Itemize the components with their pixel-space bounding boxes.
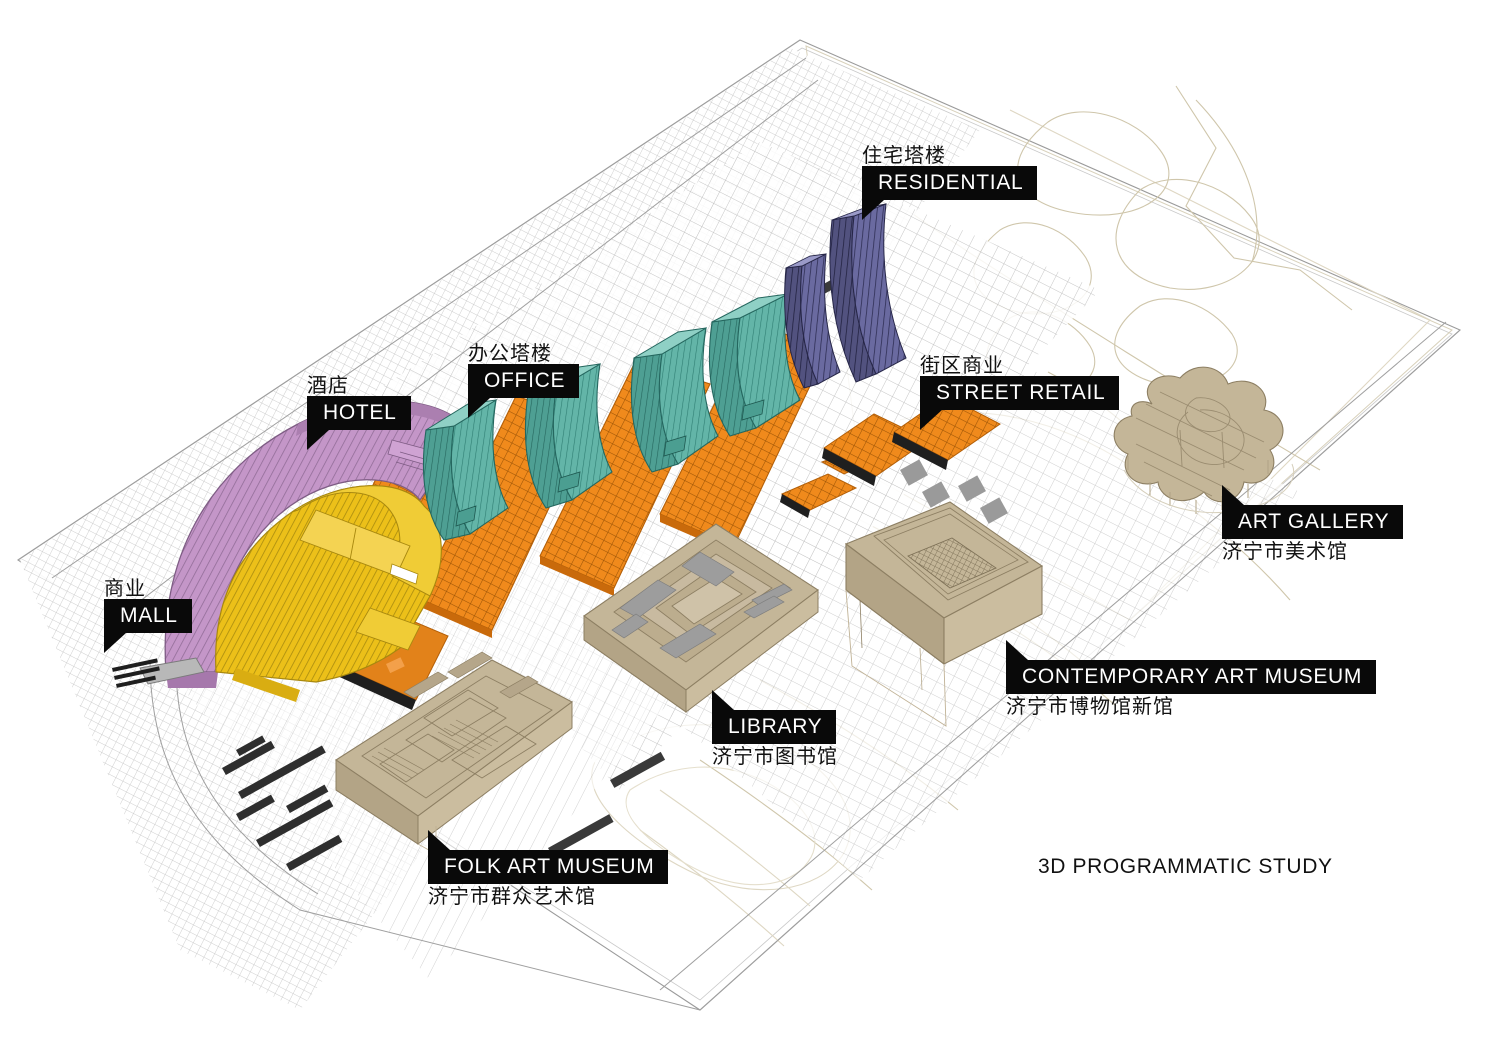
label-art-gallery-cn: 济宁市美术馆	[1222, 539, 1348, 564]
mall-hotel-arc-complex	[112, 400, 469, 702]
label-mall[interactable]: 商业 MALL	[104, 576, 192, 654]
label-residential[interactable]: 住宅塔楼 RESIDENTIAL	[862, 143, 1038, 221]
label-library-en: LIBRARY	[712, 689, 837, 745]
label-hotel-en: HOTEL	[307, 396, 411, 451]
label-folk-art-museum[interactable]: FOLK ART MUSEUM 济宁市群众艺术馆	[428, 829, 669, 909]
label-art-gallery[interactable]: ART GALLERY 济宁市美术馆	[1222, 484, 1404, 564]
folk-art-museum-mass	[335, 651, 574, 855]
mall-entry-canopy	[112, 657, 205, 688]
label-street-retail[interactable]: 街区商业 STREET RETAIL	[920, 353, 1120, 431]
label-office-cn: 办公塔楼	[468, 341, 552, 365]
label-mall-cn: 商业	[104, 576, 146, 600]
label-office-en: OFFICE	[468, 364, 580, 419]
art-gallery-mass	[1113, 366, 1295, 514]
label-library[interactable]: LIBRARY 济宁市图书馆	[712, 689, 838, 769]
label-hotel-cn: 酒店	[307, 373, 349, 397]
label-street-retail-cn: 街区商业	[920, 353, 1004, 377]
street-retail-blocks	[780, 395, 1001, 518]
residential-tower	[784, 253, 841, 389]
residential-tower	[829, 203, 907, 383]
label-contemporary-art-museum-en: CONTEMPORARY ART MUSEUM	[1006, 639, 1377, 695]
label-library-cn: 济宁市图书馆	[712, 744, 838, 769]
label-mall-en: MALL	[104, 599, 192, 654]
label-office[interactable]: 办公塔楼 OFFICE	[468, 341, 580, 419]
office-tower	[708, 293, 801, 437]
library-mass	[583, 523, 819, 714]
label-contemporary-art-museum-cn: 济宁市博物馆新馆	[1006, 694, 1174, 719]
office-tower	[630, 326, 719, 473]
street-retail-block	[780, 473, 858, 518]
label-folk-art-museum-en: FOLK ART MUSEUM	[428, 829, 669, 885]
label-hotel[interactable]: 酒店 HOTEL	[307, 373, 411, 451]
residential-towers	[784, 203, 907, 389]
paving-dark-bars	[221, 735, 343, 871]
figure-caption: 3D PROGRAMMATIC STUDY	[1038, 855, 1333, 878]
label-art-gallery-en: ART GALLERY	[1222, 484, 1404, 540]
label-street-retail-en: STREET RETAIL	[920, 376, 1120, 431]
contemporary-art-museum-mass	[844, 501, 1044, 727]
label-residential-cn: 住宅塔楼	[862, 143, 946, 167]
label-residential-en: RESIDENTIAL	[862, 166, 1038, 221]
label-folk-art-museum-cn: 济宁市群众艺术馆	[428, 884, 596, 909]
mall-mass	[215, 485, 442, 702]
label-contemporary-art-museum[interactable]: CONTEMPORARY ART MUSEUM 济宁市博物馆新馆	[1006, 639, 1377, 719]
